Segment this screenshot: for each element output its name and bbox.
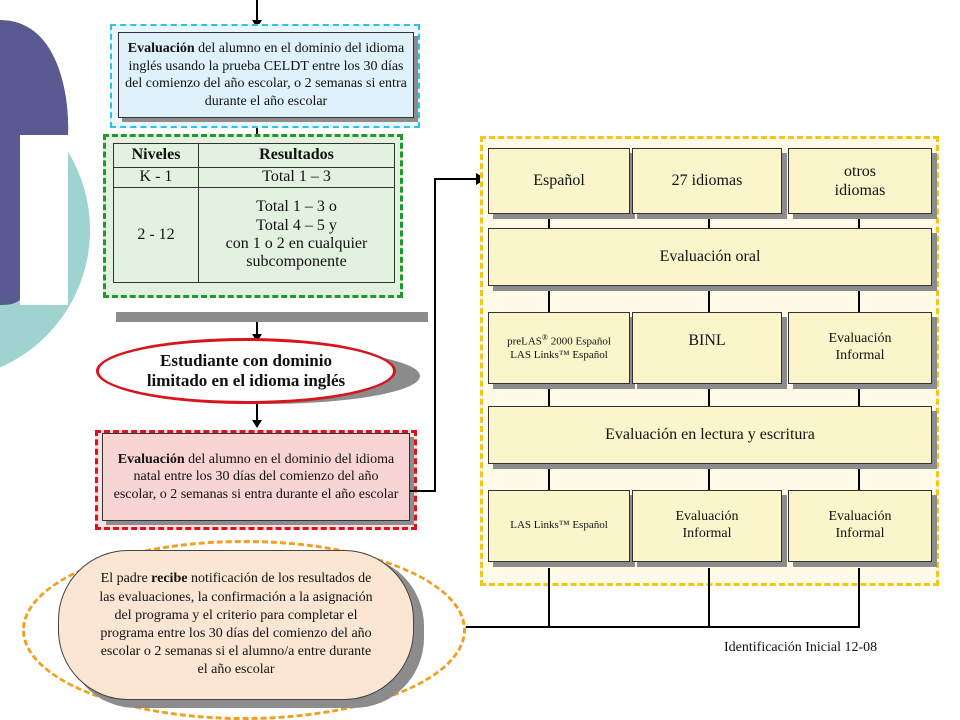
reading-test-informal-2: Evaluación Informal xyxy=(788,490,932,562)
levels-table: Niveles Resultados K - 1 Total 1 – 3 2 -… xyxy=(113,143,395,283)
celdt-text: del alumno en el dominio del idioma ingl… xyxy=(125,41,407,109)
oral-evaluation: Evaluación oral xyxy=(488,228,932,286)
level-k1: K - 1 xyxy=(113,167,199,188)
header-results: Resultados xyxy=(198,143,395,168)
language-spanish: Español xyxy=(488,148,630,214)
native-bold: Evaluación xyxy=(117,451,185,467)
lep-line2: limitado en el idioma inglés xyxy=(146,371,346,390)
reading-test-informal-1: Evaluación Informal xyxy=(632,490,782,562)
parent-bold: recibe xyxy=(151,571,188,587)
divider-bar xyxy=(116,312,428,322)
oral-test-binl: BINL xyxy=(632,312,782,384)
celdt-evaluation-box-frame: Evaluación del alumno en el dominio del … xyxy=(110,24,420,128)
header-levels: Niveles xyxy=(113,143,199,168)
reading-test-laslinks: LAS Links™ Español xyxy=(488,490,630,562)
language-other: otros idiomas xyxy=(788,148,932,214)
oral-test-prelas: preLAS® 2000 Español LAS Links™ Español xyxy=(488,312,630,384)
reading-writing-evaluation: Evaluación en lectura y escritura xyxy=(488,406,932,464)
oral-test-informal: Evaluación Informal xyxy=(788,312,932,384)
native-text: del alumno en el dominio del idioma nata… xyxy=(113,451,399,502)
slide-decoration xyxy=(0,20,90,368)
lep-line1: Estudiante con dominio xyxy=(160,350,332,370)
levels-table-frame: Niveles Resultados K - 1 Total 1 – 3 2 -… xyxy=(103,134,403,298)
footer-label: Identificación Inicial 12-08 xyxy=(724,640,878,655)
native-evaluation-box: Evaluación del alumno en el dominio del … xyxy=(102,433,410,521)
result-k1: Total 1 – 3 xyxy=(198,167,395,188)
celdt-evaluation-box: Evaluación del alumno en el dominio del … xyxy=(118,32,414,118)
level-2-12: 2 - 12 xyxy=(113,187,199,283)
celdt-bold: Evaluación xyxy=(127,41,195,56)
lep-oval: Estudiante con dominio limitado en el id… xyxy=(96,338,396,404)
result-2-12: Total 1 – 3 o Total 4 – 5 y con 1 o 2 en… xyxy=(198,187,395,283)
parent-notification-box: El padre recibe notificación de los resu… xyxy=(58,550,414,700)
purple-shape xyxy=(0,20,69,305)
white-notch xyxy=(20,135,68,305)
language-27: 27 idiomas xyxy=(632,148,782,214)
native-evaluation-box-frame: Evaluación del alumno en el dominio del … xyxy=(95,430,417,530)
